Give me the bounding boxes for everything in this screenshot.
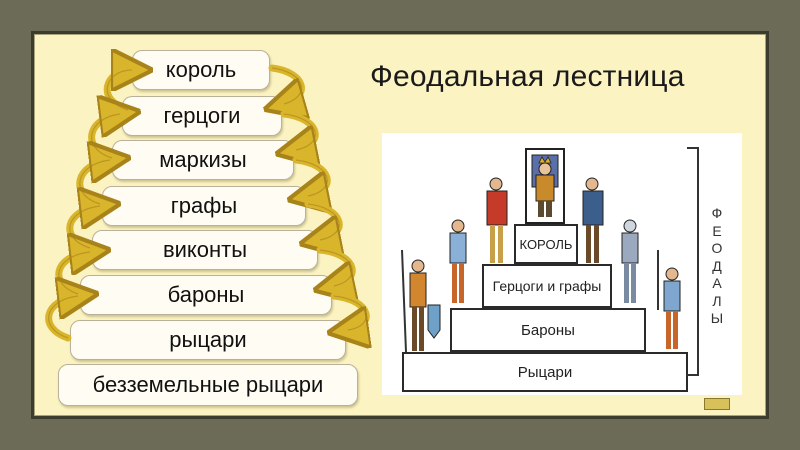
figure-soldier-right (663, 267, 681, 349)
throne-king-figure (525, 148, 565, 224)
arrow-left-6 (45, 296, 78, 342)
arrow-right-3 (296, 156, 327, 196)
arrow-left-1 (103, 70, 132, 114)
arrow-left-3 (76, 160, 110, 208)
arrow-right-1 (272, 64, 301, 104)
figure-noble-right (582, 177, 604, 263)
arrow-left-4 (66, 206, 100, 252)
tier-dukes: герцоги (122, 96, 282, 136)
vertical-letter: Л (712, 292, 722, 309)
figure-noble-left (449, 219, 467, 303)
arrow-left-2 (88, 114, 120, 162)
corner-decoration (704, 398, 730, 410)
page-title: Феодальная лестница (370, 60, 685, 93)
figure-courtier (486, 177, 508, 263)
vertical-letter: А (712, 275, 722, 291)
vertical-letter: Ф (711, 205, 723, 221)
pyramid-step-knights: Рыцари (402, 352, 688, 392)
figure-knight-right (621, 219, 659, 310)
tier-viscounts: виконты (92, 230, 318, 270)
vertical-letter: Д (712, 257, 722, 274)
tier-knights: рыцари (70, 320, 346, 360)
vertical-letter: О (711, 240, 723, 256)
tier-king: король (132, 50, 270, 90)
tier-barons: бароны (80, 275, 332, 315)
tier-counts: графы (102, 186, 306, 226)
tier-landless-knights: безземельные рыцари (58, 364, 358, 406)
vertical-letter: Ы (710, 310, 724, 326)
arrow-right-4 (308, 200, 339, 240)
pyramid-step-barons: Бароны (450, 308, 646, 352)
figure-knight-left (401, 249, 441, 352)
arrow-right-2 (284, 110, 315, 150)
tier-marquesses: маркизы (112, 140, 294, 180)
feudal-bracket (687, 147, 699, 376)
vertical-letter: Е (712, 222, 722, 239)
nobles-figures (401, 177, 681, 352)
arrow-left-5 (55, 252, 90, 298)
pyramid-step-king: КОРОЛЬ (514, 224, 578, 264)
pyramid-step-dukes-counts: Герцоги и графы (482, 264, 612, 308)
